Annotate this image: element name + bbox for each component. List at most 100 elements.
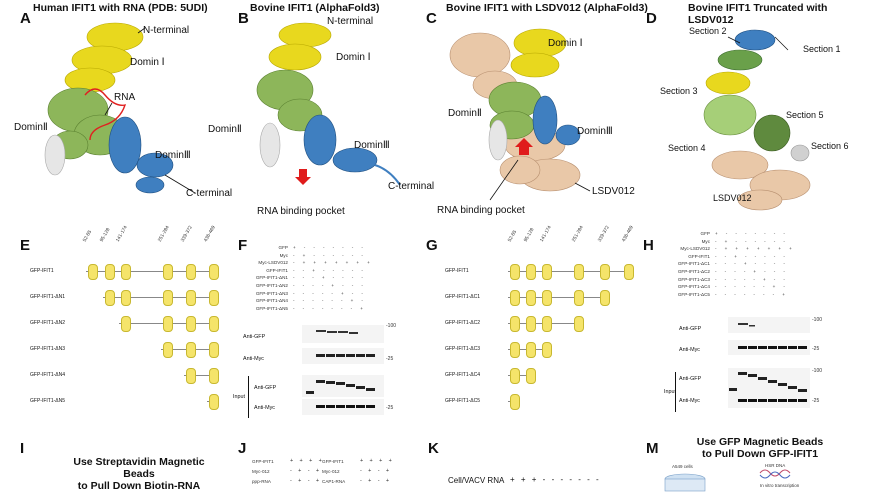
f-row-signs: - - - + - - - - — [293, 275, 367, 281]
panel-letter-d: D — [646, 10, 657, 27]
f-row-signs: - - - - - - + - — [293, 298, 367, 304]
h-row-signs: + - - - - - - - — [715, 231, 789, 236]
h-in-gfp-blot — [728, 368, 810, 394]
h-transfection-table: GFP+ - - - - - - -Myc- + - - - - - -Myc-… — [660, 230, 820, 310]
g-repeat-block — [510, 290, 520, 306]
d-section-5: Section 5 — [786, 110, 824, 120]
e-repeat-block — [209, 368, 219, 384]
d-section-4: Section 4 — [668, 143, 706, 153]
f-row-signs: - - - - - + - - — [293, 290, 367, 296]
j-left-row-label: ppp-RNA — [252, 479, 271, 484]
g-repeat-block — [574, 290, 584, 306]
e-repeat-block — [209, 316, 219, 332]
d-section-6: Section 6 — [811, 141, 849, 151]
h-row-label: GFP-IFIT1-ΔC3 — [677, 276, 710, 282]
panel-letter-a: A — [20, 10, 31, 27]
f-row-label: GFP — [278, 245, 288, 250]
j-left-row-label: Myc-012 — [252, 469, 270, 474]
h-row-signs: - - + - - - - - — [715, 253, 789, 259]
g-construct-label: GFP-IFIT1-ΔC2 — [445, 320, 481, 326]
panel-letter-i: I — [20, 440, 25, 457]
panel-letter-c: C — [426, 10, 437, 27]
h-row-label: Myc — [701, 238, 710, 244]
f-row-signs: + - - - - - - - — [293, 245, 367, 250]
h-ip-gfp-label: Anti-GFP — [679, 326, 702, 332]
panel-c-title: Bovine IFIT1 with LSDV012 (AlphaFold3) — [446, 2, 648, 14]
m-a549-label: A549 cells — [672, 464, 693, 469]
c-domain-1: Domin Ⅰ — [548, 38, 583, 49]
h-row-label: GFP-IFIT1-ΔC2 — [677, 269, 710, 274]
h-row-signs: - - - - - - - + — [715, 291, 789, 297]
panel-a-structure — [44, 22, 196, 194]
e-repeat-block — [121, 290, 131, 306]
b-domain-2: DominⅡ — [208, 124, 242, 135]
f-row-label: GFP-IFIT1-ΔN2 — [255, 283, 288, 288]
d-section-2: Section 2 — [689, 26, 727, 36]
d-lsdv012: LSDV012 — [713, 193, 752, 203]
e-construct-label: GFP-IFIT1-ΔN3 — [30, 346, 66, 352]
e-repeat-block — [121, 264, 131, 280]
panel-c-structure — [449, 28, 591, 201]
k-row-signs: + + + - - - - - - - — [510, 475, 601, 484]
b-rna-pocket: RNA binding pocket — [257, 206, 345, 217]
h-row-label: GFP-IFIT1 — [688, 253, 710, 259]
g-construct-label: GFP-IFIT1 — [445, 268, 469, 274]
f-ip-gfp-blot — [302, 325, 384, 343]
h-ip-gfp-blot — [728, 317, 810, 333]
g-repeat-block — [542, 290, 552, 306]
e-repeat-block — [121, 316, 131, 332]
d-section-1: Section 1 — [803, 44, 841, 54]
panel-b-title: Bovine IFIT1 (AlphaFold3) — [250, 2, 380, 14]
panel-d-title: Bovine IFIT1 Truncated with LSDV012 — [688, 2, 828, 26]
e-repeat-block — [186, 342, 196, 358]
f-input-label: Input — [233, 394, 245, 400]
a-rna-label: RNA — [114, 92, 136, 103]
e-construct-label: GFP-IFIT1-ΔN2 — [30, 320, 66, 326]
g-repeat-block — [542, 264, 552, 280]
e-repeat-block — [88, 264, 98, 280]
h-in-myc-label: Anti-Myc — [679, 398, 700, 404]
f-mw-2: -25 — [386, 356, 394, 362]
e-repeat-block — [186, 316, 196, 332]
j-left-table: GFP-IFIT1+ + + +Myc-012- + - +ppp-RNA- +… — [252, 458, 332, 492]
a-n-terminal: N-terminal — [143, 25, 190, 36]
h-row-signs: - - - + - - - - — [715, 261, 789, 267]
e-repeat-block — [163, 316, 173, 332]
m-title: Use GFP Magnetic Beads to Pull Down GFP-… — [660, 436, 860, 460]
h-row-signs: - + + + + + + + — [715, 246, 796, 252]
f-transfection-table: GFP+ - - - - - - -Myc- + - - - - - -Myc-… — [228, 244, 388, 324]
g-repeat-block — [542, 316, 552, 332]
e-construct-label: GFP-IFIT1-ΔN1 — [30, 294, 66, 300]
f-row-signs: - + + + + + + + — [293, 260, 374, 266]
j-right-row-label: Myc-012 — [322, 469, 340, 474]
g-repeat-block — [542, 342, 552, 358]
h-row-signs: - - - - - + - - — [715, 276, 789, 282]
f-row-signs: - - + - - - - - — [293, 267, 367, 273]
h-ip-myc-label: Anti-Myc — [679, 347, 700, 353]
panel-letter-g: G — [426, 237, 438, 254]
h-input-bracket — [675, 372, 676, 412]
j-left-row-signs: - + - + — [290, 478, 322, 484]
g-range-5: 436-469 — [621, 225, 635, 243]
f-input-bracket — [248, 376, 249, 418]
e-repeat-block — [209, 342, 219, 358]
e-repeat-block — [105, 290, 115, 306]
m-schematic — [664, 469, 791, 492]
f-in-myc-blot — [302, 399, 384, 415]
e-construct-label: GFP-IFIT1-ΔN5 — [30, 398, 66, 404]
h-mw-3: -100 — [812, 368, 823, 374]
g-repeat-block — [574, 316, 584, 332]
e-repeat-block — [209, 264, 219, 280]
f-row-label: GFP-IFIT1 — [266, 267, 288, 273]
f-row-label: GFP-IFIT1-ΔN3 — [255, 290, 288, 296]
j-right-row-label: CAP1-RNA — [322, 479, 346, 484]
c-domain-2: DominⅡ — [448, 108, 482, 119]
g-repeat-block — [510, 394, 520, 410]
g-construct-label: GFP-IFIT1-ΔC4 — [445, 372, 481, 378]
h-row-label: GFP-IFIT1-ΔC5 — [677, 291, 710, 297]
e-repeat-block — [186, 264, 196, 280]
e-construct-label: GFP-IFIT1 — [30, 268, 54, 274]
f-in-gfp-blot — [302, 375, 384, 397]
f-row-signs: - - - - + - - - — [293, 283, 367, 288]
